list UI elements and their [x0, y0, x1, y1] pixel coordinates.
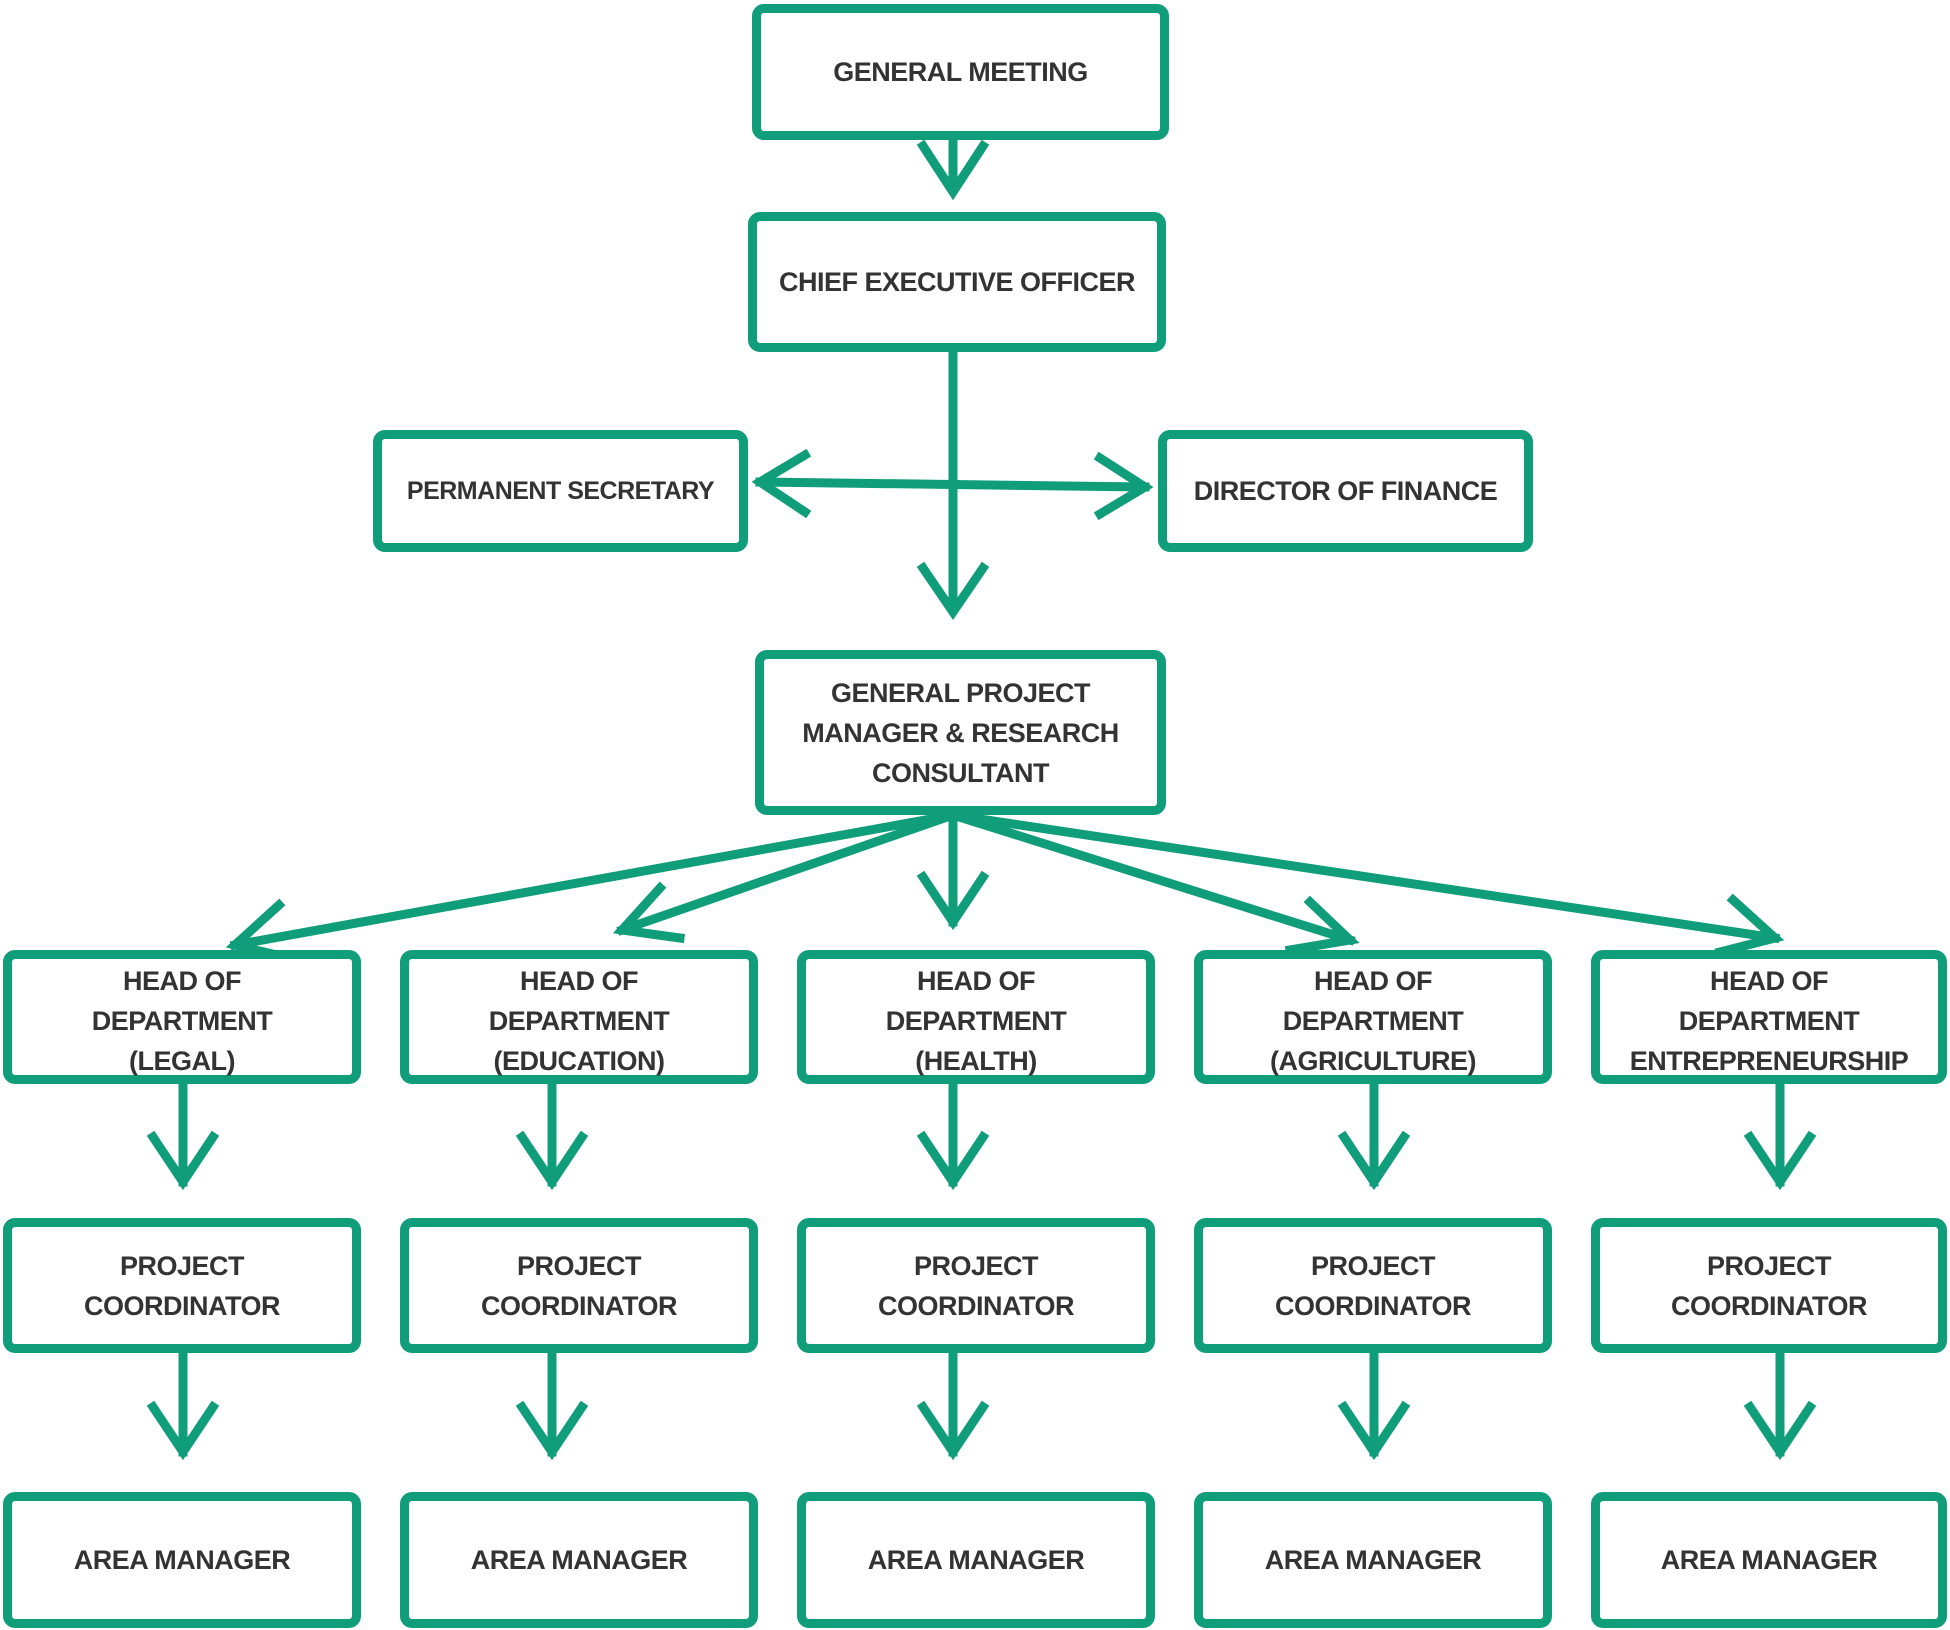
arrow-gpm-to-education: [616, 809, 959, 936]
arrowhead-gm-to-ceo: [916, 139, 990, 201]
arrowhead-entrepreneurship-coord: [1743, 1130, 1817, 1191]
node-coordinator-legal: PROJECT COORDINATOR: [3, 1218, 361, 1353]
node-head-legal: HEAD OF DEPARTMENT (LEGAL): [3, 950, 361, 1084]
arrowhead-to-finance: [1093, 451, 1154, 521]
node-coordinator-agriculture: PROJECT COORDINATOR: [1194, 1218, 1552, 1353]
node-area-manager-education: AREA MANAGER: [400, 1492, 758, 1628]
node-area-manager-health: AREA MANAGER: [797, 1492, 1155, 1628]
arrow-gpm-to-legal: [229, 809, 959, 951]
node-permanent-secretary: PERMANENT SECRETARY: [373, 430, 748, 552]
node-coordinator-health: PROJECT COORDINATOR: [797, 1218, 1155, 1353]
arrowhead-to-education: [612, 881, 686, 944]
arrowhead-entrepreneurship-area: [1743, 1400, 1817, 1461]
node-coordinator-entrepreneurship: PROJECT COORDINATOR: [1591, 1218, 1947, 1353]
node-general-meeting: GENERAL MEETING: [752, 4, 1169, 140]
node-area-manager-legal: AREA MANAGER: [3, 1492, 361, 1628]
node-label: GENERAL MEETING: [833, 57, 1088, 87]
node-head-agriculture: HEAD OF DEPARTMENT (AGRICULTURE): [1194, 950, 1552, 1084]
node-label: HEAD OF DEPARTMENT (EDUCATION): [488, 966, 670, 1076]
arrowhead-to-health: [916, 870, 990, 931]
arrowhead-agriculture-area: [1337, 1400, 1411, 1461]
node-label: AREA MANAGER: [470, 1545, 688, 1575]
arrowhead-to-entrepreneurship: [1714, 893, 1785, 958]
arrowhead-education-area: [515, 1400, 589, 1461]
node-label: PROJECT COORDINATOR: [1275, 1250, 1472, 1321]
node-director-of-finance: DIRECTOR OF FINANCE: [1158, 430, 1533, 552]
arrowhead-health-coord: [916, 1130, 990, 1191]
node-label: PROJECT COORDINATOR: [481, 1250, 678, 1321]
node-head-health: HEAD OF DEPARTMENT (HEALTH): [797, 950, 1155, 1084]
arrowhead-agriculture-coord: [1337, 1130, 1411, 1191]
arrowhead-to-secretary: [751, 448, 812, 519]
node-chief-executive-officer: CHIEF EXECUTIVE OFFICER: [748, 212, 1166, 352]
node-label: AREA MANAGER: [1660, 1545, 1878, 1575]
arrowhead-health-area: [916, 1400, 990, 1461]
node-head-entrepreneurship: HEAD OF DEPARTMENT ENTREPRENEURSHIP: [1591, 950, 1947, 1084]
node-label: HEAD OF DEPARTMENT (AGRICULTURE): [1270, 966, 1476, 1076]
node-label: AREA MANAGER: [73, 1545, 291, 1575]
node-area-manager-entrepreneurship: AREA MANAGER: [1591, 1492, 1947, 1628]
node-label: PROJECT COORDINATOR: [1671, 1250, 1868, 1321]
node-label: PROJECT COORDINATOR: [878, 1250, 1075, 1321]
arrowhead-legal-area: [146, 1400, 220, 1461]
node-label: AREA MANAGER: [867, 1545, 1085, 1575]
node-label: DIRECTOR OF FINANCE: [1193, 476, 1498, 506]
arrowhead-education-coord: [515, 1130, 589, 1191]
arrow-gpm-to-agriculture: [947, 809, 1356, 946]
node-label: CHIEF EXECUTIVE OFFICER: [778, 267, 1136, 297]
node-head-education: HEAD OF DEPARTMENT (EDUCATION): [400, 950, 758, 1084]
node-label: AREA MANAGER: [1264, 1545, 1482, 1575]
arrow-secretary-finance: [755, 477, 1150, 492]
node-label: HEAD OF DEPARTMENT (LEGAL): [91, 966, 273, 1076]
node-label: GENERAL PROJECT MANAGER & RESEARCH CONSU…: [802, 677, 1119, 788]
arrowhead-legal-coord: [146, 1130, 220, 1191]
node-label: PROJECT COORDINATOR: [84, 1250, 281, 1321]
node-label: PERMANENT SECRETARY: [406, 477, 715, 505]
arrowhead-ceo-to-gpm: [916, 561, 990, 620]
arrowhead-to-agriculture: [1284, 895, 1360, 956]
node-general-project-manager: GENERAL PROJECT MANAGER & RESEARCH CONSU…: [755, 650, 1166, 815]
node-coordinator-education: PROJECT COORDINATOR: [400, 1218, 758, 1353]
arrow-gpm-to-entrepreneurship: [947, 809, 1781, 944]
node-label: HEAD OF DEPARTMENT (HEALTH): [885, 966, 1067, 1076]
node-label: HEAD OF DEPARTMENT ENTREPRENEURSHIP: [1629, 966, 1909, 1076]
node-area-manager-agriculture: AREA MANAGER: [1194, 1492, 1552, 1628]
